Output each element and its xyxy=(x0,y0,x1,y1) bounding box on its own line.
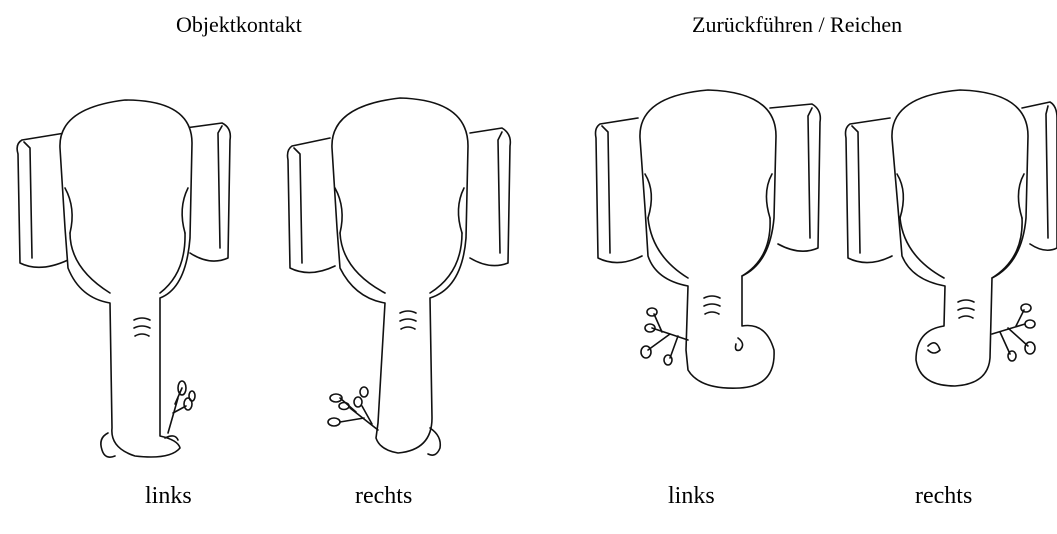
elephant-contact-right-illustration xyxy=(280,88,520,478)
label-return-right: rechts xyxy=(915,483,972,510)
elephant-return-left-illustration xyxy=(590,88,830,418)
elephant-contact-left-illustration xyxy=(10,88,240,478)
elephant-return-right-illustration xyxy=(840,88,1057,418)
label-contact-right: rechts xyxy=(355,483,412,510)
label-return-left: links xyxy=(668,483,715,510)
group-title-return-reach: Zurückführen / Reichen xyxy=(692,12,902,38)
label-contact-left: links xyxy=(145,483,192,510)
group-title-object-contact: Objektkontakt xyxy=(176,12,302,38)
